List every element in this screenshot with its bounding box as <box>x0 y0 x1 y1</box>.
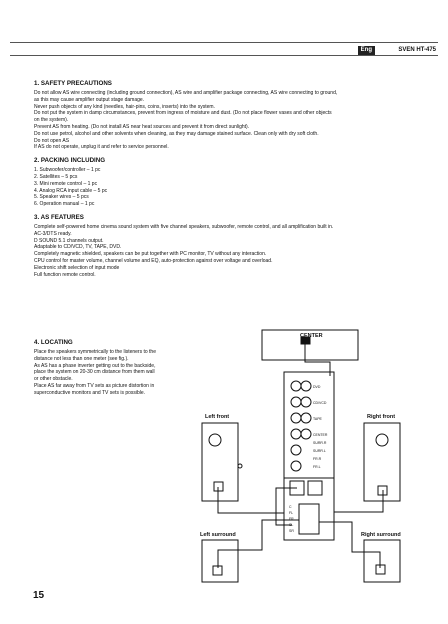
text-line: Completely magnetic shielded, speakers c… <box>34 251 267 258</box>
rca-jack <box>290 412 302 424</box>
left-surround-wire <box>217 519 299 568</box>
output-label: SURR.L <box>313 449 326 453</box>
text-line: Never push objects of any kind (needles,… <box>34 103 215 110</box>
text-line: or other obstacle. <box>34 376 73 383</box>
terminal-label: SR <box>289 529 294 533</box>
rca-jack <box>300 428 312 440</box>
section-safety: 1. SAFETY PRECAUTIONS Do not allow AS wi… <box>34 80 424 151</box>
text-line: Do not allow AS wire connecting (includi… <box>34 90 338 96</box>
left-surround-terminal <box>212 565 223 576</box>
terminal-label: FL <box>289 511 293 515</box>
right-surround-label: Right surround <box>361 532 401 538</box>
page-header: Eng SVEN HT-475 <box>10 30 438 60</box>
speaker-driver <box>208 433 222 447</box>
input-label: CD/VCD <box>313 401 327 405</box>
list-item: 1. Subwoofer/controller – 1 pc <box>34 167 101 174</box>
left-surround-label: Left surround <box>200 532 236 538</box>
section-title: 4. LOCATING <box>34 339 73 346</box>
speaker-terminal-block <box>298 503 320 535</box>
text-line: on the system). <box>34 117 69 124</box>
left-front-speaker <box>201 422 239 502</box>
list-item: 4. Analog RCA input cable – 5 pc <box>34 187 108 194</box>
text-line: CPU control for master volume, channel v… <box>34 257 273 264</box>
section-features: 3. AS FEATURES Complete self-powered hom… <box>34 214 424 278</box>
text-line: If AS do not operate, unplug it and refe… <box>34 144 169 151</box>
section-title: 1. SAFETY PRECAUTIONS <box>34 80 112 87</box>
list-item: 3. Mini remote control – 1 pc <box>34 180 98 187</box>
right-front-speaker <box>363 422 401 502</box>
rca-jack <box>300 380 312 392</box>
right-front-label: Right front <box>367 414 395 420</box>
terminal-label: C <box>289 505 292 509</box>
language-badge: Eng <box>357 46 375 55</box>
text-line: Do not open AS <box>34 137 70 144</box>
left-surround-speaker <box>201 539 239 583</box>
header-rule-bottom <box>10 55 438 56</box>
right-surround-terminal <box>375 564 386 575</box>
text-line: Adaptable to CD/VCD, TV, TAPE, DVD. <box>34 244 122 251</box>
terminal-label: SL <box>289 523 293 527</box>
text-line: Complete self-powered home cinema sound … <box>34 223 334 230</box>
terminal-label: FR <box>289 517 294 521</box>
page-number: 15 <box>33 590 45 601</box>
section-title: 2. PACKING INCLUDING <box>34 157 106 165</box>
text-line: D SOUND 5.1 channels output. <box>34 237 104 244</box>
subwoofer-base <box>283 477 335 541</box>
output-label: SURR.R <box>313 441 327 445</box>
text-line: as this may cause amplifier output stage… <box>34 96 145 103</box>
text-line: Do not put the system in damp circumstan… <box>34 110 332 117</box>
right-surround-wire <box>319 521 381 568</box>
left-front-label: Left front <box>205 414 229 420</box>
text-line: As AS has a phase inverter getting out t… <box>34 362 156 369</box>
output-label: FR.R <box>313 457 322 461</box>
model-name: SVEN HT-475 <box>398 47 436 53</box>
output-label: CENTER <box>313 433 328 437</box>
rca-jack <box>290 460 302 472</box>
right-front-wire <box>334 490 384 513</box>
manual-content: 1. SAFETY PRECAUTIONS Do not allow AS wi… <box>34 80 424 284</box>
text-line: superconductive monitors and TV sets is … <box>34 389 146 396</box>
rca-jack <box>290 444 302 456</box>
center-wire <box>304 344 331 376</box>
list-item: 2. Satellites – 5 pcs <box>34 173 78 180</box>
rca-jack <box>290 428 302 440</box>
input-label: DVD <box>313 385 321 389</box>
text-line: place the system on 20-30 cm distance fr… <box>34 369 155 376</box>
right-front-terminal <box>377 485 388 496</box>
cable-clip <box>237 463 243 469</box>
internal-wire <box>275 487 297 526</box>
section-packing: 2. PACKING INCLUDING 1. Subwoofer/contro… <box>34 157 424 208</box>
text-line: Place the speakers symmetrically to the … <box>34 349 156 355</box>
text-line: distance not less than one meter (see fi… <box>34 355 129 362</box>
rca-jack <box>290 380 302 392</box>
section-title: 3. AS FEATURES <box>34 213 84 221</box>
center-speaker <box>261 329 359 361</box>
left-front-terminal <box>213 481 224 492</box>
text-line: Place AS far away from TV sets as pictur… <box>34 382 155 389</box>
speaker-terminal <box>289 480 305 496</box>
rca-jack <box>300 396 312 408</box>
right-surround-speaker <box>363 539 401 583</box>
header-rule-top <box>10 42 438 43</box>
section-locating: 4. LOCATING Place the speakers symmetric… <box>34 339 194 397</box>
text-line: AC-3/DTS ready. <box>34 230 72 237</box>
list-item: 6. Operation manual – 1 pc <box>34 201 95 208</box>
text-line: Prevent AS from heating. (Do not install… <box>34 123 250 130</box>
speaker-terminal <box>307 480 323 496</box>
speaker-driver <box>375 433 389 447</box>
list-item: 5. Speaker wires – 5 pcs <box>34 194 89 201</box>
center-label: CENTER <box>300 333 323 339</box>
subwoofer-panel <box>283 371 335 479</box>
text-line: Do not use petrol, alcohol and other sol… <box>34 130 319 137</box>
center-speaker-terminal <box>300 336 311 345</box>
text-line: Electronic shift selection of input mode <box>34 264 120 271</box>
output-label: FR.L <box>313 465 321 469</box>
text-line: Full function remote control. <box>34 271 96 278</box>
rca-jack <box>300 412 312 424</box>
left-front-wire <box>217 487 284 514</box>
rca-jack <box>290 396 302 408</box>
input-label: TAPE <box>313 417 323 421</box>
